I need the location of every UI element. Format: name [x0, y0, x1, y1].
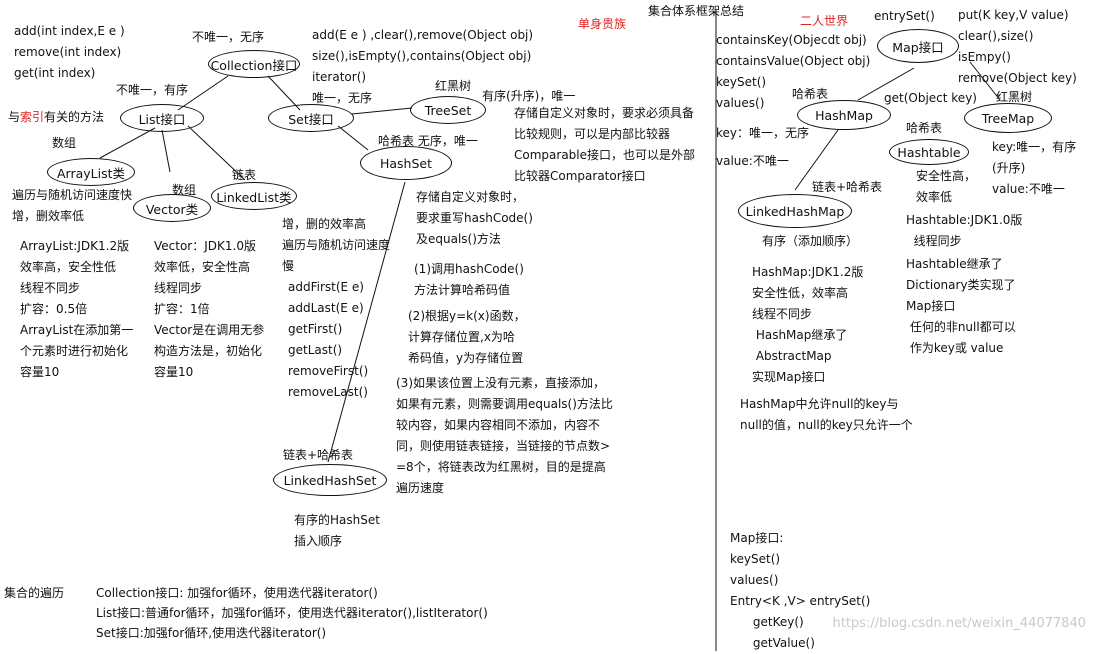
linkedlist-info: 增，删的效率高 遍历与随机访问速度 慢 [282, 217, 391, 273]
linkedhashset-label: 链表+哈希表 [283, 448, 354, 462]
hashset-node: HashSet [360, 146, 452, 180]
hashmap-null: HashMap中允许null的key与 null的值，null的key只允许一个 [740, 397, 913, 432]
collection-node: Collection接口 [208, 50, 300, 78]
treeset-node: TreeSet [410, 96, 486, 124]
map-key-value: key：唯一，无序 value:不唯一 [716, 126, 810, 168]
hashmap-info: HashMap:JDK1.2版 安全性低，效率高 线程不同步 HashMap继承… [752, 265, 864, 384]
treeset-order: 有序(升序)，唯一 [482, 89, 576, 103]
linkedlist-label: 链表 [232, 168, 257, 182]
linkedlist-node: LinkedList类 [211, 182, 297, 210]
vector-node: Vector类 [133, 194, 211, 222]
arraylist-node: ArrayList类 [47, 158, 135, 186]
linkedhashset-desc: 有序的HashSet 插入顺序 [294, 513, 380, 548]
diagram-title: 集合体系框架总结 [648, 4, 745, 18]
linkedlist-methods: addFirst(E e) addLast(E e) getFirst() ge… [288, 280, 369, 399]
index-note-post: 有关的方法 [44, 110, 105, 124]
edge-set-hashset [337, 125, 369, 151]
pair-label: 二人世界 [800, 14, 849, 28]
map-node: Map接口 [877, 29, 959, 63]
hashset-step3: (3)如果该位置上没有元素，直接添加， 如果有元素，则需要调用equals()方… [396, 376, 613, 495]
hashtable-extends: Hashtable继承了 Dictionary类实现了 Map接口 任何的非nu… [906, 257, 1016, 355]
map-summary: Map接口: keySet() values() Entry<K ,V> ent… [730, 531, 871, 650]
hashmap-node: HashMap [797, 100, 891, 130]
linkedhashset-node: LinkedHashSet [273, 464, 387, 496]
index-note-pre: 与 [8, 110, 21, 124]
single-label: 单身贵族 [578, 17, 627, 31]
collection-methods: add(E e ) ,clear(),remove(Object obj) si… [312, 28, 534, 84]
hashset-desc: 存储自定义对象时， 要求重写hashCode() 及equals()方法 [416, 190, 533, 246]
map-get-method: get(Object key) [884, 91, 977, 105]
edge-collection-list [177, 75, 229, 111]
edge-list-linkedlist [187, 125, 246, 181]
arraylist-info: ArrayList:JDK1.2版 效率高，安全性低 线程不同步 扩容：0.5倍… [20, 239, 134, 379]
hashset-step1: (1)调用hashCode() 方法计算哈希码值 [414, 262, 524, 297]
list-unique-label: 不唯一，有序 [116, 83, 189, 97]
edge-set-treeset [351, 107, 413, 115]
hashtable-desc: 安全性高， 效率低 [916, 169, 977, 204]
edge-map-hashmap [857, 67, 915, 101]
edge-hashmap-linkedhashmap [794, 129, 839, 191]
edge-list-vector [161, 129, 171, 173]
treemap-label: 红黑树 [996, 90, 1033, 104]
hashtable-info: Hashtable:JDK1.0版 线程同步 [906, 213, 1023, 248]
entryset-method: entrySet() [874, 9, 935, 23]
linkedhashmap-desc: 有序（添加顺序） [762, 234, 859, 248]
collection-unique-label: 不唯一，无序 [192, 30, 265, 44]
map-put-methods: put(K key,V value) clear(),size() isEmpy… [958, 8, 1077, 85]
hashmap-label: 哈希表 [792, 87, 829, 101]
index-note-red: 索引 [20, 110, 45, 124]
hashset-label: 哈希表 无序，唯一 [378, 134, 478, 148]
treemap-node: TreeMap [964, 103, 1052, 133]
list-node: List接口 [120, 104, 204, 132]
list-index-methods: add(int index,E e ) remove(int index) ge… [14, 24, 125, 80]
index-note: 与索引有关的方法 [8, 107, 104, 127]
watermark: https://blog.csdn.net/weixin_44077840 [832, 616, 1086, 631]
linkedhashmap-node: LinkedHashMap [738, 194, 852, 228]
treeset-desc: 存储自定义对象时，要求必须具备 比较规则，可以是内部比较器 Comparable… [514, 106, 696, 183]
hashtable-node: Hashtable [889, 139, 969, 165]
traversal-lines: Collection接口: 加强for循环，使用迭代器iterator() Li… [96, 586, 488, 640]
treemap-desc: key:唯一，有序 (升序) value:不唯一 [992, 140, 1077, 196]
edge-list-arraylist [99, 127, 156, 159]
set-node: Set接口 [268, 104, 354, 132]
arraylist-label: 数组 [52, 136, 77, 150]
linkedhashmap-label: 链表+哈希表 [812, 180, 883, 194]
hashset-step2: (2)根据y=k(x)函数， 计算存储位置,x为哈 希码值，y为存储位置 [408, 309, 526, 365]
hashtable-label: 哈希表 [906, 121, 943, 135]
map-left-methods: containsKey(Objecdt obj) containsValue(O… [716, 33, 871, 110]
traversal-title: 集合的遍历 [4, 586, 65, 600]
treeset-label: 红黑树 [435, 79, 472, 93]
vector-info: Vector：JDK1.0版 效率低，安全性高 线程同步 扩容：1倍 Vecto… [154, 239, 265, 379]
set-unique-label: 唯一，无序 [312, 91, 373, 105]
edge-hashset-linkedhashset [327, 181, 406, 463]
arraylist-desc: 遍历与随机访问速度快 增，删效率低 [12, 188, 133, 223]
edge-map-treemap [969, 61, 1001, 101]
